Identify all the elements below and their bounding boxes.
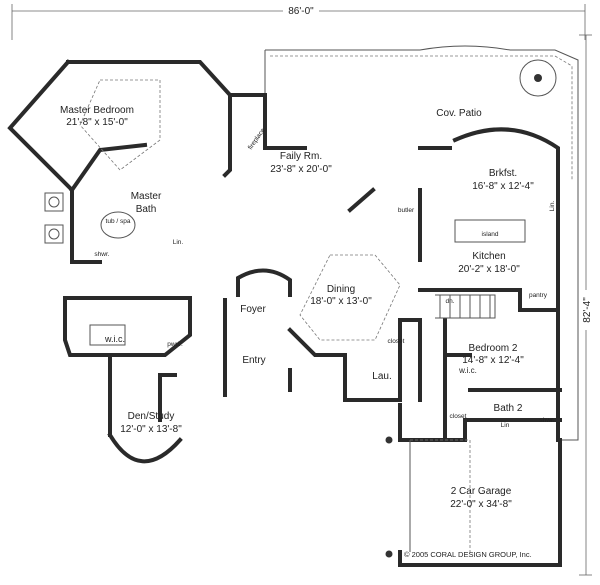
room-name: Bedroom 2 — [469, 343, 518, 354]
room-size: 21'-8" x 15'-0" — [66, 117, 128, 128]
room-name: Faily Rm. — [280, 151, 322, 162]
depth-dimension: 82'-4" — [582, 297, 593, 323]
label: closet — [388, 338, 405, 345]
room-size: 18'-0" x 13'-0" — [310, 296, 372, 307]
room-kitchen: Kitchen 20'-2" x 18'-0" — [458, 251, 520, 275]
room-size: 20'-2" x 18'-0" — [458, 264, 520, 275]
room-name: Cov. Patio — [436, 108, 482, 119]
room-size: 23'-8" x 20'-0" — [270, 164, 332, 175]
label: butler — [398, 207, 415, 214]
width-dimension: 86'-0" — [288, 6, 314, 17]
label: Bath 2 — [494, 403, 523, 414]
walls — [7, 59, 562, 567]
room-size: 14'-8" x 12'-4" — [462, 355, 524, 366]
room-size: 22'-0" x 34'-8" — [450, 499, 512, 510]
label: dn. — [445, 298, 454, 305]
room-size: 16'-8" x 12'-4" — [472, 181, 534, 192]
room-den-study: Den/Study 12'-0" x 13'-8" — [120, 411, 182, 435]
label: Lin. — [173, 239, 184, 246]
room-size: 12'-0" x 13'-8" — [120, 424, 182, 435]
room-garage: 2 Car Garage 22'-0" x 34'-8" — [450, 486, 512, 510]
label: Foyer — [240, 304, 266, 315]
fixture-labels: fireplace tub / spa Lin. shwr. butler is… — [94, 127, 556, 429]
room-master-bath: Master Bath — [131, 191, 162, 215]
room-bedroom-2: Bedroom 2 14'-8" x 12'-4" — [462, 343, 524, 366]
patio-outline — [264, 45, 579, 441]
room-name: Den/Study — [128, 411, 175, 422]
room-name: Master — [131, 191, 162, 202]
room-dining: Dining 18'-0" x 13'-0" — [310, 284, 372, 307]
label: island — [482, 231, 499, 238]
interior-details — [44, 79, 526, 558]
room-name: Brkfst. — [489, 168, 517, 179]
room-patio: Cov. Patio — [436, 108, 482, 119]
label: w.i.c. — [458, 366, 477, 375]
room-name: Master Bedroom — [60, 105, 134, 116]
room-breakfast: Brkfst. 16'-8" x 12'-4" — [472, 168, 534, 192]
label: w.i.c. — [104, 334, 125, 344]
room-name: Kitchen — [472, 251, 505, 262]
label: shwr. — [94, 251, 109, 258]
room-size: Bath — [136, 204, 157, 215]
room-family: Faily Rm. 23'-8" x 20'-0" — [270, 151, 332, 175]
label: Lin. — [549, 201, 556, 212]
room-name: Dining — [327, 284, 355, 295]
label: pwdr. — [167, 341, 183, 348]
label: pantry — [529, 292, 548, 299]
room-name: 2 Car Garage — [451, 486, 512, 497]
label: closet — [450, 413, 467, 420]
copyright-notice: © 2005 CORAL DESIGN GROUP, Inc. — [404, 550, 532, 559]
label: Entry — [242, 355, 265, 366]
label: shwr. — [539, 417, 554, 424]
label: tub / spa — [106, 218, 131, 225]
label: Lau. — [372, 371, 391, 382]
label: Lin — [501, 422, 510, 429]
room-master-bedroom: Master Bedroom 21'-8" x 15'-0" — [60, 105, 134, 128]
